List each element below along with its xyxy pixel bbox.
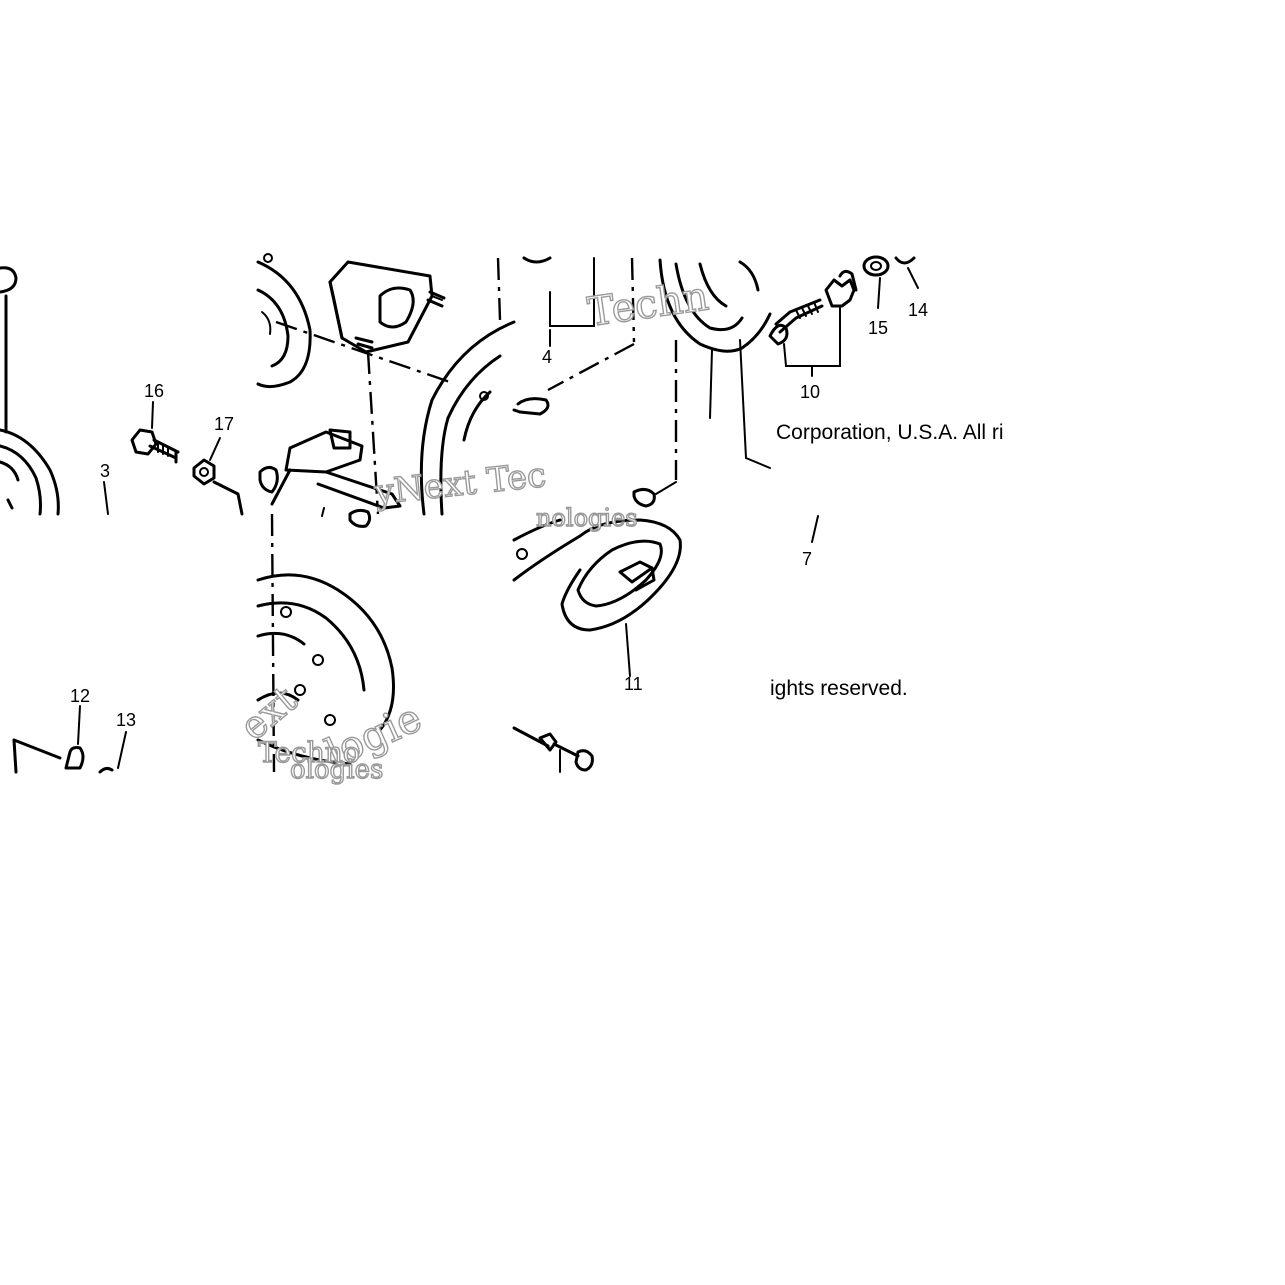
shoe-spring-end: [632, 340, 678, 508]
centerline-a: [275, 320, 451, 384]
adjuster-bolt-10: [768, 269, 858, 377]
leader-3: [103, 481, 109, 515]
part-label-7: 7: [802, 549, 812, 569]
upper-bracket: [522, 256, 636, 392]
part-label-12: 12: [70, 686, 90, 706]
shoe-drum-outline: [419, 320, 516, 516]
part-label-4: 4: [542, 347, 552, 367]
watermark-fragment-3: nologies: [536, 504, 638, 532]
centerline-b: [366, 351, 380, 515]
nut-17: [192, 437, 244, 516]
watermark-fragment-2: yNext Tec: [372, 455, 548, 513]
backing-plate-upper: [256, 253, 312, 389]
bolt-16: [130, 401, 180, 464]
part-label-10: 10: [800, 382, 820, 402]
watermark-fragment-1: Techn: [585, 273, 711, 335]
drum-11: [512, 518, 682, 677]
part-label-13: 13: [116, 710, 136, 730]
copyright-line-2: ights reserved.: [770, 677, 908, 700]
left-drum-assembly: [0, 266, 60, 516]
brake-drum-right: [658, 258, 772, 469]
copyright-line-1: Corporation, U.S.A. All ri: [776, 421, 1004, 444]
watermark-fragment-6: Techno: [258, 736, 360, 769]
bottom-left-fragments: [12, 705, 127, 774]
part-label-17: 17: [214, 414, 234, 434]
washer-15: [862, 255, 890, 309]
pin-clip: [512, 397, 550, 416]
cam-lever: [258, 428, 402, 528]
part-label-16: 16: [144, 381, 164, 401]
part-label-11: 11: [624, 674, 643, 694]
part-label-15: 15: [868, 318, 888, 338]
part-label-3: 3: [100, 461, 110, 481]
backing-plate-lower: [256, 513, 395, 773]
leader-7: [811, 515, 819, 543]
part-14: [894, 256, 919, 289]
centerline-c: [496, 257, 502, 321]
part-label-14: 14: [908, 300, 928, 320]
brake-cam-block: [328, 260, 446, 354]
watermark-fragment-7: ologies: [290, 755, 383, 785]
small-bolt-lower: [512, 726, 594, 773]
